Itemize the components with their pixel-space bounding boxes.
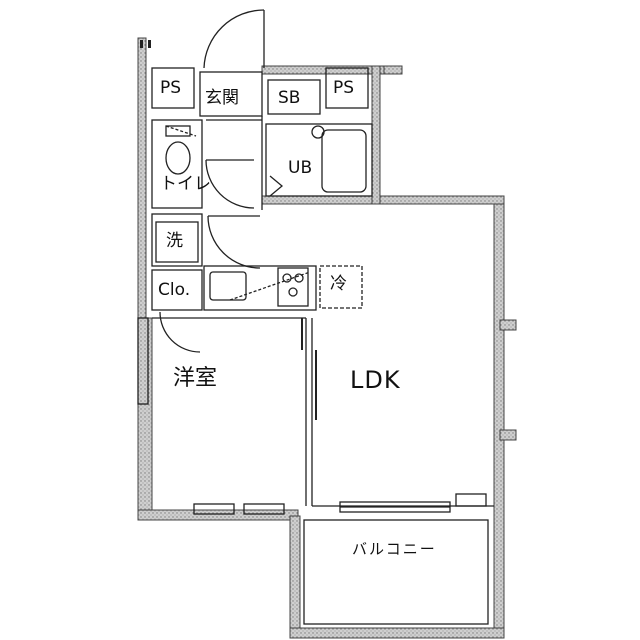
ub-box	[265, 123, 373, 197]
interior-lines	[137, 9, 494, 625]
toilet-bowl	[165, 141, 191, 175]
wall-top-right-cap	[383, 65, 403, 75]
fridge-box	[319, 265, 363, 309]
wash-box	[151, 213, 203, 267]
genkan-label: 玄関	[205, 88, 239, 108]
ldk-label: LDK	[350, 366, 401, 394]
window-bottom-1	[193, 503, 235, 515]
fridge-label: 冷	[330, 274, 347, 294]
kitchen-counter	[203, 265, 317, 311]
window-bottom-2	[243, 503, 285, 515]
bathtub	[321, 129, 367, 193]
window-left	[137, 317, 149, 405]
closet-label: Clo.	[158, 280, 191, 300]
wall-balcony-bottom	[289, 627, 505, 639]
wall-left-upper	[137, 37, 147, 319]
exterior-walls	[137, 37, 517, 639]
wall-right	[493, 197, 505, 639]
wall-right-step2	[499, 429, 517, 441]
balcony-rail	[303, 519, 489, 625]
sb-label: SB	[278, 88, 301, 108]
entrance-door-arc	[203, 9, 265, 69]
wash-label: 洗	[166, 231, 183, 251]
ps-left-label: PS	[160, 78, 182, 98]
sb-box	[267, 79, 321, 115]
toilet-room	[151, 119, 203, 209]
toilet-label: トイレ	[160, 174, 211, 194]
closet-box	[151, 269, 203, 311]
wall-ub-right	[371, 65, 381, 205]
wall-ub-bottom	[261, 195, 505, 205]
stove	[277, 267, 309, 307]
aircon-unit	[455, 493, 487, 507]
kitchen-sink	[209, 271, 247, 301]
meter-marks	[140, 40, 151, 48]
wall-top-right	[261, 65, 403, 75]
ps-right-box	[325, 67, 369, 109]
ps-right-label: PS	[333, 78, 355, 98]
ps-left-box	[151, 67, 195, 109]
wall-left-lower	[137, 317, 153, 521]
western-room-label: 洋室	[173, 366, 218, 391]
balcony-label: バルコニー	[352, 540, 437, 558]
wall-balcony-left	[289, 515, 301, 639]
ub-label: UB	[288, 158, 313, 178]
wall-bottom-left	[137, 509, 299, 521]
wall-right-step	[499, 319, 517, 331]
genkan-area	[199, 71, 263, 117]
